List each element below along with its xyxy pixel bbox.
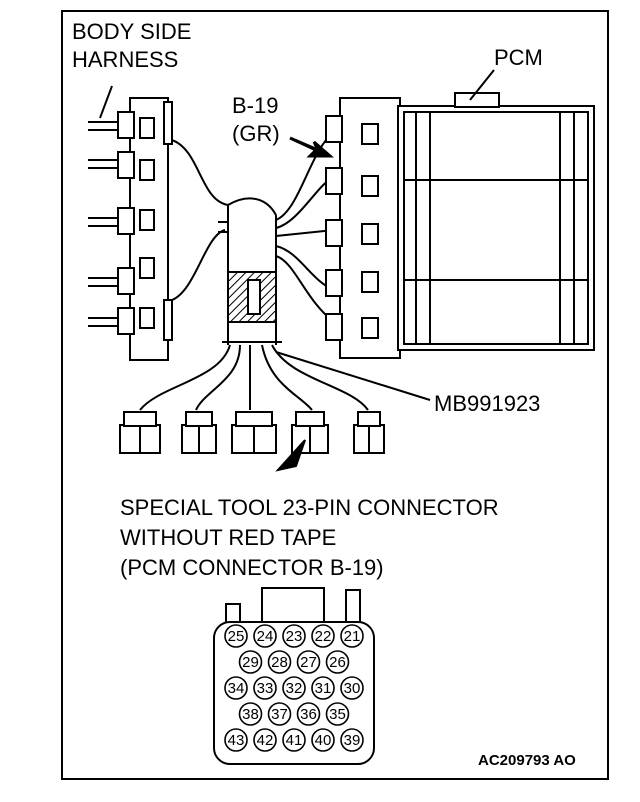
caption-line-1: SPECIAL TOOL 23-PIN CONNECTOR	[120, 495, 499, 520]
pin-circle	[267, 702, 292, 726]
figure-code: AC209793 AO	[478, 752, 576, 769]
pcm-unit	[325, 92, 595, 359]
pcm-label: PCM	[494, 45, 543, 70]
pin-circle	[253, 624, 277, 648]
pin-circle	[224, 728, 248, 752]
leader-lines	[275, 69, 495, 401]
pin-circle	[224, 676, 248, 700]
pin-label: 36	[300, 706, 317, 723]
pin-label: 38	[242, 706, 259, 723]
pin-circle	[325, 702, 350, 726]
pin-label: 41	[286, 732, 303, 749]
harness-wires	[88, 85, 118, 327]
pin-label: 30	[344, 680, 361, 697]
b19-line-2: (GR)	[232, 121, 280, 146]
pin-circle	[340, 728, 364, 752]
pin-circle	[224, 624, 248, 648]
pin-label: 24	[257, 628, 274, 645]
pin-label: 27	[300, 654, 317, 671]
pin-circle	[311, 624, 335, 648]
connector-arrow	[275, 439, 306, 472]
pin-circle	[325, 650, 350, 674]
connector-pins: 25 24 23 22 21 29 28 27 26 34 33 32 31 30 38 37 36 35 43 42…	[224, 624, 364, 752]
body-side-harness-line-2: HARNESS	[72, 47, 179, 72]
pin-circle	[282, 728, 306, 752]
diagram-frame	[61, 10, 609, 780]
body-side-connector	[117, 97, 173, 361]
pin-circle	[282, 676, 306, 700]
pin-label: 28	[271, 654, 288, 671]
pin-label: 21	[344, 628, 361, 645]
pin-label: 22	[315, 628, 332, 645]
caption-line-3: (PCM CONNECTOR B-19)	[120, 555, 384, 580]
caption-line-2: WITHOUT RED TAPE	[120, 525, 337, 550]
pin-label: 25	[228, 628, 245, 645]
b19-line-1: B-19	[232, 93, 279, 118]
pin-circle	[238, 702, 263, 726]
pin-label: 34	[228, 680, 245, 697]
pin-circle	[282, 624, 306, 648]
pin-label: 40	[315, 732, 332, 749]
pin-label: 39	[344, 732, 361, 749]
pin-circle	[267, 650, 292, 674]
pin-label: 35	[329, 706, 346, 723]
pin-circle	[253, 676, 277, 700]
tool-label: MB991923	[434, 391, 541, 416]
pin-circle	[311, 676, 335, 700]
pin-label: 26	[329, 654, 346, 671]
pin-circle	[253, 728, 277, 752]
pin-label: 29	[242, 654, 259, 671]
caption: SPECIAL TOOL 23-PIN CONNECTOR WITHOUT RE…	[120, 496, 499, 580]
body-side-harness-line-1: BODY SIDE	[72, 19, 192, 44]
tool-cable-bundle	[139, 131, 369, 411]
pin-label: 33	[257, 680, 274, 697]
pin-circle	[296, 702, 321, 726]
pin-label: 37	[271, 706, 288, 723]
pin-label: 23	[286, 628, 303, 645]
b19-arrow	[289, 136, 334, 158]
pin-label: 32	[286, 680, 303, 697]
tool-connectors	[119, 411, 385, 454]
pin-circle	[340, 624, 364, 648]
pin-label: 31	[315, 680, 332, 697]
pin-circle	[238, 650, 263, 674]
pin-label: 42	[257, 732, 274, 749]
pin-label: 43	[228, 732, 245, 749]
body-side-harness-label: BODY SIDE HARNESS	[72, 20, 191, 72]
b19-label: B-19 (GR)	[232, 94, 280, 146]
pin-circle	[340, 676, 364, 700]
pin-circle	[311, 728, 335, 752]
pin-circle	[296, 650, 321, 674]
